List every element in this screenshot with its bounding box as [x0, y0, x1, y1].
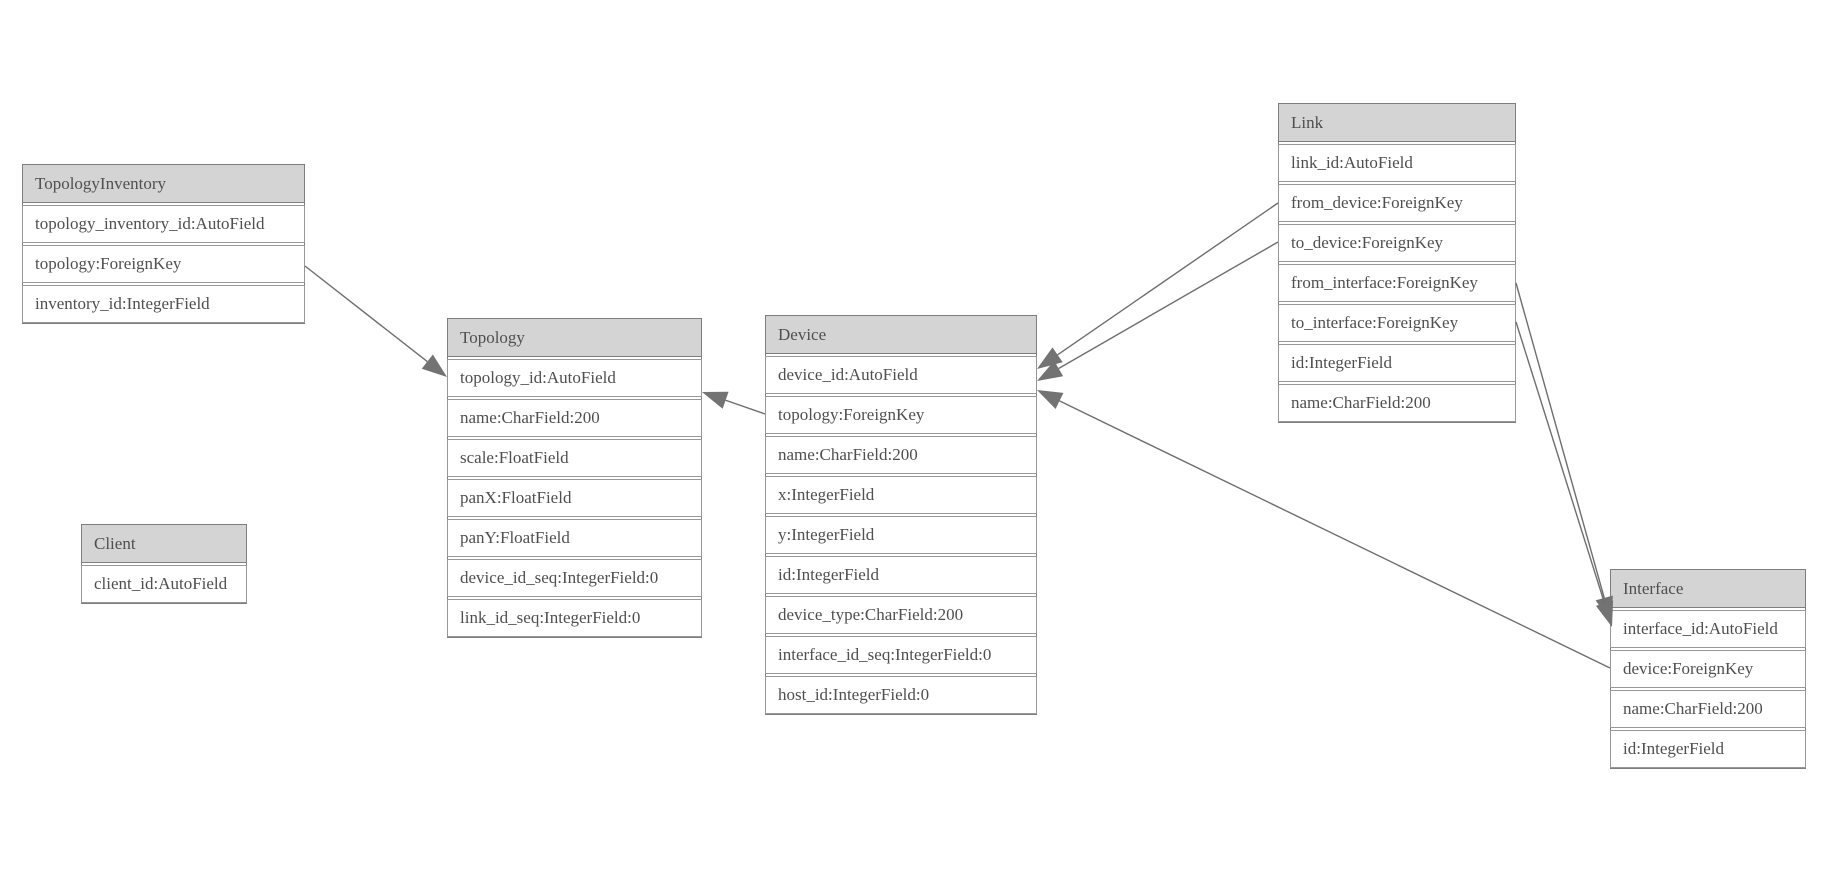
entity-field: device:ForeignKey — [1610, 650, 1806, 688]
entity-field: name:CharField:200 — [765, 436, 1037, 474]
relation-arrowhead — [1037, 360, 1064, 381]
entity-title: Device — [766, 316, 1036, 354]
entity-field: client_id:AutoField — [81, 565, 247, 603]
entity-field: from_interface:ForeignKey — [1278, 264, 1516, 302]
relation-arrowhead — [702, 391, 729, 409]
entity-field: link_id:AutoField — [1278, 144, 1516, 182]
relation-line — [1058, 241, 1279, 370]
entity-title: TopologyInventory — [23, 165, 304, 203]
entity-field: device_id:AutoField — [765, 356, 1037, 394]
entity-field: panX:FloatField — [447, 479, 702, 517]
entity-field: id:IntegerField — [1278, 344, 1516, 382]
relation-line — [1515, 321, 1606, 604]
entity-title: Client — [82, 525, 246, 563]
entity-title: Interface — [1611, 570, 1805, 608]
entity-field: topology:ForeignKey — [22, 245, 305, 283]
entity-field: scale:FloatField — [447, 439, 702, 477]
entity-field: id:IntegerField — [765, 556, 1037, 594]
relation-line — [1057, 202, 1279, 356]
entity-field: to_device:ForeignKey — [1278, 224, 1516, 262]
entity-field: name:CharField:200 — [1278, 384, 1516, 422]
entity-field: device_type:CharField:200 — [765, 596, 1037, 634]
entity-field: topology_id:AutoField — [447, 359, 702, 397]
entity-field: y:IntegerField — [765, 516, 1037, 554]
entity-field: to_interface:ForeignKey — [1278, 304, 1516, 342]
relation-line — [725, 399, 766, 415]
entity-field: name:CharField:200 — [447, 399, 702, 437]
entity-field: panY:FloatField — [447, 519, 702, 557]
entity-field: name:CharField:200 — [1610, 690, 1806, 728]
entity-field: link_id_seq:IntegerField:0 — [447, 599, 702, 637]
entity-field: interface_id:AutoField — [1610, 610, 1806, 648]
relation-arrowhead — [1037, 347, 1063, 369]
entity-field: inventory_id:IntegerField — [22, 285, 305, 323]
entity-title: Link — [1279, 104, 1515, 142]
entity-title: Topology — [448, 319, 701, 357]
relation-line — [1059, 400, 1611, 669]
relation-line — [1515, 282, 1605, 599]
entity-field: host_id:IntegerField:0 — [765, 676, 1037, 714]
entity-field: from_device:ForeignKey — [1278, 184, 1516, 222]
entity-field: id:IntegerField — [1610, 730, 1806, 768]
entity-field: interface_id_seq:IntegerField:0 — [765, 636, 1037, 674]
relation-arrowhead — [421, 354, 447, 377]
entity-field: x:IntegerField — [765, 476, 1037, 514]
relation-line — [304, 265, 428, 363]
entity-field: topology_inventory_id:AutoField — [22, 205, 305, 243]
entity-field: topology:ForeignKey — [765, 396, 1037, 434]
entity-field: device_id_seq:IntegerField:0 — [447, 559, 702, 597]
relation-arrowhead — [1037, 390, 1064, 410]
